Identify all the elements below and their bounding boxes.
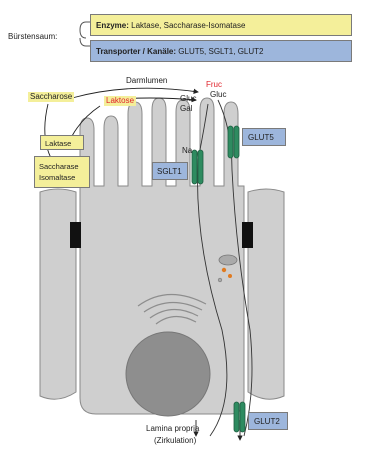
vesicle-3: [218, 278, 222, 282]
laktose-label: Laktose: [104, 96, 136, 106]
transporter-box-prefix: Transporter / Kanäle:: [96, 47, 176, 56]
transporter-box: Transporter / Kanäle: GLUT5, SGLT1, GLUT…: [90, 40, 352, 62]
saccharase-isomaltase-tag: Saccharase Isomaltase: [34, 156, 90, 188]
enzyme-box-prefix: Enzyme:: [96, 21, 129, 30]
left-neighbor-cell: [40, 189, 76, 399]
glut2-tag: GLUT2: [248, 412, 288, 430]
saccharose-to-saccharase: [45, 104, 52, 160]
glut5-tag: GLUT5: [242, 128, 286, 146]
fructose-label: Fruc: [206, 80, 222, 90]
sodium-label: Na: [182, 146, 192, 156]
enzyme-box: Enzyme: Laktase, Saccharase-Isomatase: [90, 14, 352, 36]
sglt1-tag: SGLT1: [152, 162, 188, 180]
brush-border-label: Bürstensaum:: [8, 32, 57, 42]
tight-junction-right: [242, 222, 253, 248]
transporter-box-items: GLUT5, SGLT1, GLUT2: [178, 47, 263, 56]
galactose-label: Gal: [180, 104, 192, 114]
mitochondrion: [219, 255, 237, 265]
tight-junction-left: [70, 222, 81, 248]
vesicle-1: [222, 268, 226, 272]
lumen-label: Darmlumen: [126, 76, 167, 86]
glucose-label-left: Gluc: [180, 94, 196, 104]
glucose-label-top: Gluc: [210, 90, 226, 100]
circulation-label: (Zirkulation): [154, 436, 196, 446]
saccharose-label: Saccharose: [28, 92, 74, 102]
nucleus: [126, 332, 210, 416]
right-neighbor-cell: [248, 189, 284, 399]
lamina-propria-label: Lamina propria: [146, 424, 199, 434]
laktase-tag: Laktase: [40, 135, 84, 150]
vesicle-2: [228, 274, 232, 278]
saccharase-line: Saccharase: [39, 161, 85, 172]
isomaltase-line: Isomaltase: [39, 172, 85, 183]
enzyme-box-items: Laktase, Saccharase-Isomatase: [131, 21, 245, 30]
brush-border-brace: [80, 22, 90, 46]
